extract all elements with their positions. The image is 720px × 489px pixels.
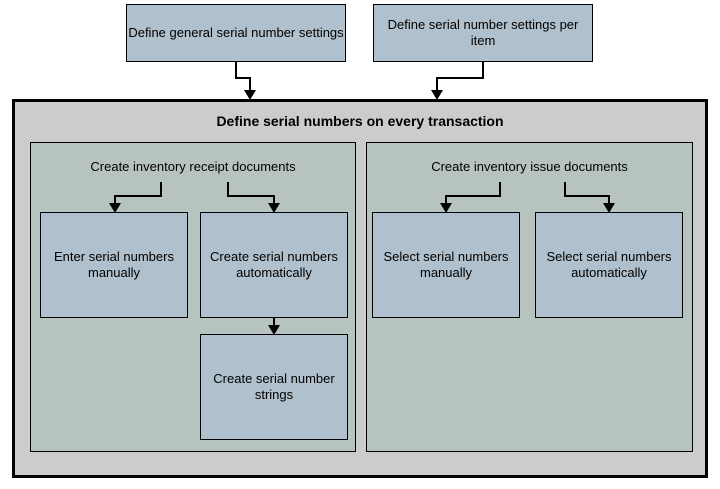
panel-issue-title: Create inventory issue documents: [431, 159, 628, 174]
node-enter-serial-numbers-manually[interactable]: Enter serial numbers manually: [40, 212, 188, 318]
node-label: Select serial numbers automatically: [546, 249, 672, 280]
node-select-serial-numbers-manually[interactable]: Select serial numbers manually: [372, 212, 520, 318]
node-label: Create serial number strings: [213, 371, 335, 402]
node-create-serial-number-strings[interactable]: Create serial number strings: [200, 334, 348, 440]
node-label: Enter serial numbers manually: [54, 249, 174, 280]
node-create-serial-numbers-automatically[interactable]: Create serial numbers automatically: [200, 212, 348, 318]
node-select-serial-numbers-automatically[interactable]: Select serial numbers automatically: [535, 212, 683, 318]
node-label: Select serial numbers manually: [383, 249, 509, 280]
node-define-serial-number-settings-per-item[interactable]: Define serial number settings per item: [373, 4, 593, 62]
node-label: Define general serial number settings: [128, 25, 344, 40]
container-title: Define serial numbers on every transacti…: [216, 113, 504, 129]
node-label: Define serial number settings per item: [387, 17, 579, 48]
node-label: Create serial numbers automatically: [210, 249, 338, 280]
node-define-general-serial-number-settings[interactable]: Define general serial number settings: [126, 4, 346, 62]
panel-receipt-title: Create inventory receipt documents: [90, 159, 296, 174]
